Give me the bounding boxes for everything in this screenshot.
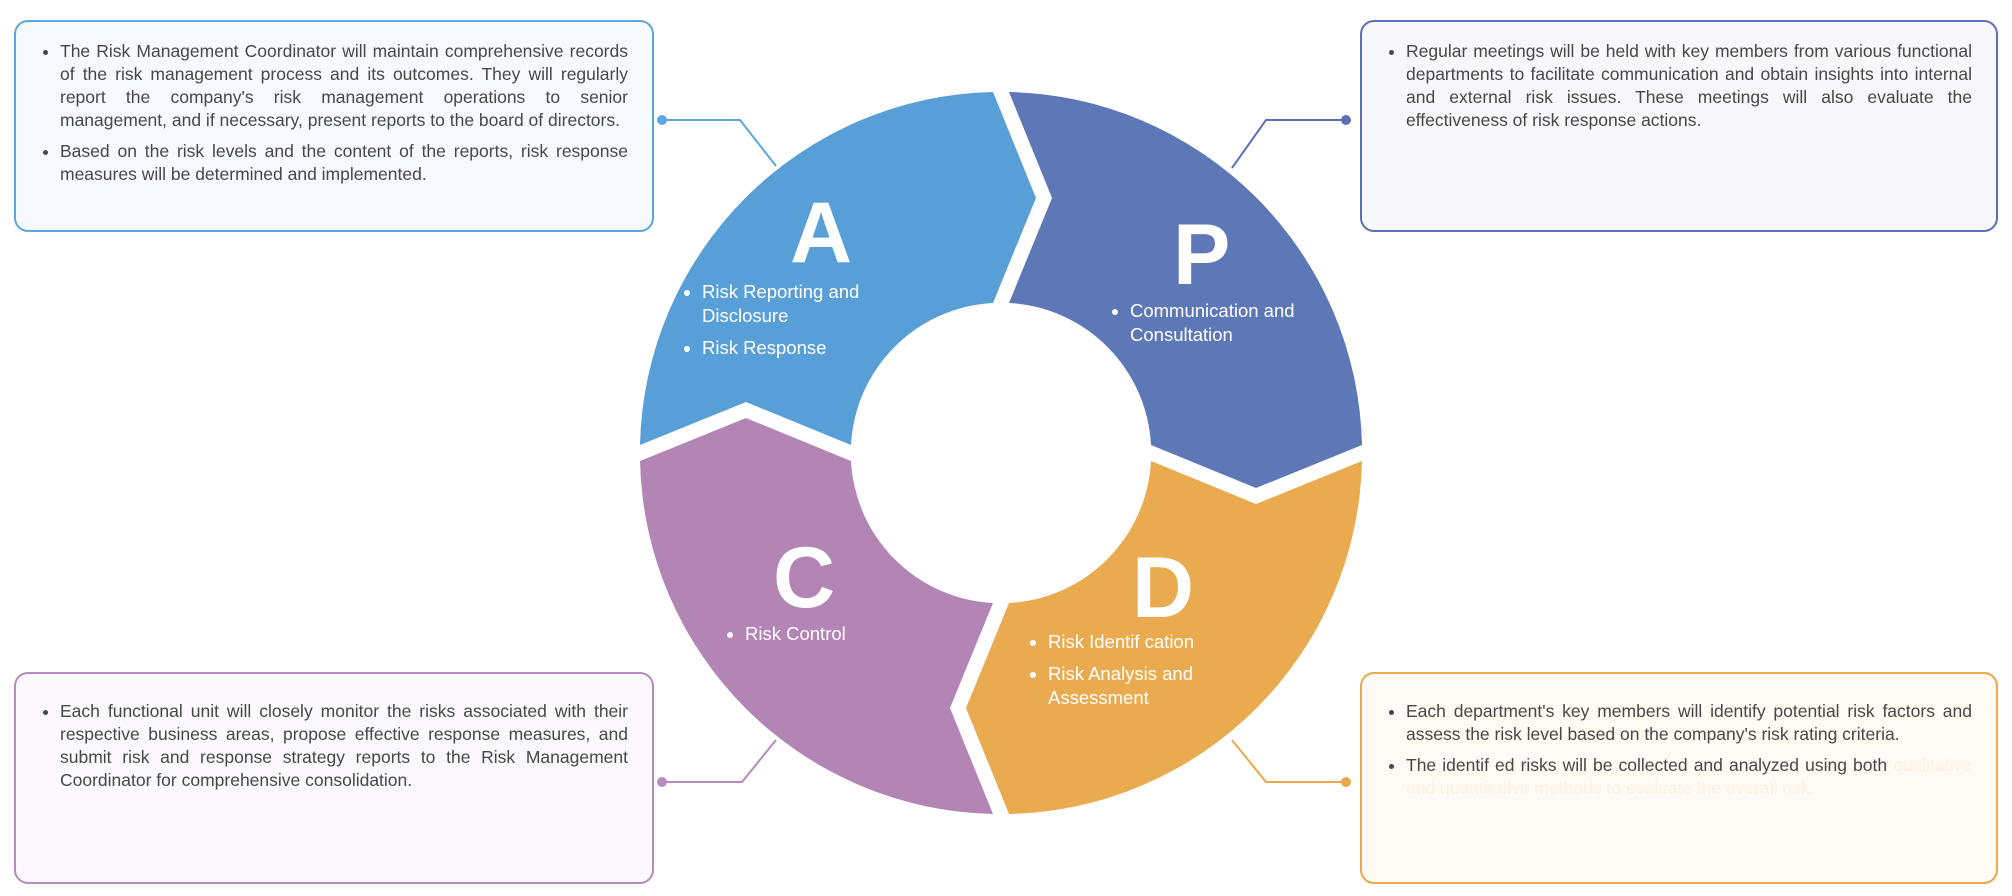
connector-dot-a — [657, 115, 667, 125]
segment-item: Risk Reporting and Disclosure — [702, 280, 940, 328]
segment-a-items: Risk Reporting and DisclosureRisk Respon… — [680, 280, 940, 368]
segment-d — [966, 461, 1362, 814]
segment-item: Risk Response — [702, 336, 940, 360]
faded-text: qualitative and quantitative methods to … — [1406, 755, 1972, 798]
box-item: Based on the risk levels and the content… — [60, 140, 628, 186]
description-box-d: Each department's key members will ident… — [1360, 672, 1998, 884]
segment-item: Risk Control — [745, 622, 923, 646]
letter-p: P — [1173, 207, 1231, 303]
letter-a: A — [790, 185, 853, 281]
segment-d-items: Risk Identif cationRisk Analysis and Ass… — [1026, 630, 1236, 718]
connector-c — [662, 739, 777, 783]
segment-item: Risk Identif cation — [1048, 630, 1236, 654]
segment-a — [640, 92, 1036, 445]
connector-dot-p — [1341, 115, 1351, 125]
connector-dot-c — [657, 777, 667, 787]
box-item: Regular meetings will be held with key m… — [1406, 40, 1972, 132]
box-item: The Risk Management Coordinator will mai… — [60, 40, 628, 132]
segment-c — [640, 418, 993, 814]
box-item: Each functional unit will closely monito… — [60, 700, 628, 792]
connector-p — [1231, 119, 1346, 169]
description-box-a: The Risk Management Coordinator will mai… — [14, 20, 654, 232]
box-item-text: The identif ed risks will be collected a… — [1406, 755, 1888, 775]
connector-dot-d — [1341, 777, 1351, 787]
connector-d — [1231, 739, 1346, 783]
box-item: The identif ed risks will be collected a… — [1406, 754, 1972, 800]
letter-c: C — [773, 530, 836, 626]
segment-p-items: Communication and Consultation — [1108, 299, 1308, 355]
segment-item: Communication and Consultation — [1130, 299, 1308, 347]
segment-item: Risk Analysis and Assessment — [1048, 662, 1236, 710]
description-box-c: Each functional unit will closely monito… — [14, 672, 654, 884]
description-box-p: Regular meetings will be held with key m… — [1360, 20, 1998, 232]
box-item: Each department's key members will ident… — [1406, 700, 1972, 746]
connector-a — [662, 119, 777, 167]
segment-p — [1009, 92, 1362, 488]
letter-d: D — [1132, 540, 1195, 636]
segment-c-items: Risk Control — [723, 622, 923, 654]
